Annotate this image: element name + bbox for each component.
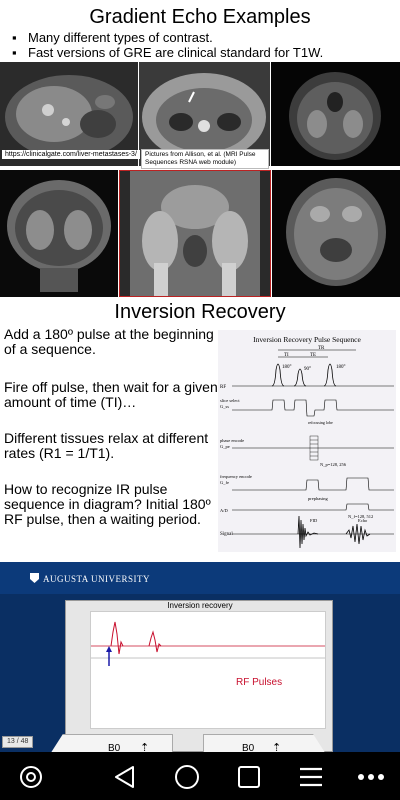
b0-field-panel-left: B0 ⇡: [45, 734, 173, 752]
slide-ir-simulation: AUGUSTA UNIVERSITY Inversion recovery RF…: [0, 562, 400, 752]
diagram-title: Inversion Recovery Pulse Sequence: [253, 335, 361, 344]
pulse-180-first-label: 180°: [282, 365, 292, 370]
te-label: TE: [310, 353, 316, 358]
body-paragraph: Add a 180º pulse at the beginning of a s…: [4, 326, 214, 357]
back-icon: [115, 766, 134, 788]
row-phase-label: phase encode: [220, 438, 244, 443]
pulse-sequence-diagram: Inversion Recovery Pulse Sequence TR TI …: [218, 330, 396, 552]
body-paragraph: Different tissues relax at different rat…: [4, 430, 209, 461]
mri-liver-axial: [0, 62, 138, 166]
assistant-icon: [20, 766, 42, 788]
simulation-title: Inversion recovery: [167, 601, 233, 610]
body-paragraph: How to recognize IR pulse sequence in di…: [4, 481, 211, 527]
home-icon: [175, 765, 199, 789]
more-icon: [358, 774, 384, 780]
row-signal-label: Signal: [220, 532, 233, 537]
nf-label: N_f=128, 512: [348, 514, 373, 520]
rf-pulses-label: RF Pulses: [236, 677, 283, 688]
pulse-90-label: 90°: [304, 367, 311, 372]
row-slice-sub-label: G_ss: [220, 404, 229, 409]
body-paragraph: Fire off pulse, then wait for a given am…: [4, 379, 218, 410]
menu-icon: [300, 767, 322, 787]
row-phase-sub-label: G_pe: [220, 444, 230, 449]
row-rf-label: RF: [220, 385, 226, 390]
more-options-button[interactable]: [356, 764, 384, 790]
image-credit-caption: Pictures from Allison, et al. (MRI Pulse…: [141, 149, 269, 169]
tr-label: TR: [318, 346, 325, 351]
mri-brain-axial-1: [271, 62, 400, 166]
bullet-item: ▪Fast versions of GRE are clinical stand…: [12, 45, 324, 60]
refocusing-lobe-label: refocusing lobe: [308, 420, 333, 425]
mri-pelvis-coronal: [119, 170, 271, 297]
page-counter[interactable]: 13 / 48: [2, 736, 34, 748]
bullet-text: Many different types of contrast.: [28, 30, 213, 45]
recents-button[interactable]: [236, 764, 262, 790]
b0-field-panel-right: B0 ⇡: [203, 734, 331, 752]
slide-title: Inversion Recovery: [114, 301, 286, 323]
university-header-bar: AUGUSTA UNIVERSITY: [0, 562, 400, 596]
b0-label: B0: [108, 743, 121, 752]
menu-button[interactable]: [298, 764, 324, 790]
fid-label: FID: [310, 518, 318, 523]
echo-label: Echo: [358, 518, 368, 523]
row-freq-label: frequency encode: [220, 474, 252, 479]
simulation-panel: Inversion recovery RF Pulses: [65, 600, 333, 752]
row-slice-label: slice select: [220, 398, 240, 403]
bullet-item: ▪Many different types of contrast.: [12, 30, 213, 45]
assistant-button[interactable]: [18, 764, 44, 790]
up-arrow-icon: ⇡: [272, 742, 282, 752]
android-navigation-bar: [0, 752, 400, 800]
rf-pulse-plot: [90, 611, 326, 729]
image-source-caption: https://clinicalgate.com/liver-metastase…: [2, 150, 140, 159]
ti-label: TI: [284, 353, 289, 358]
slide-inversion-recovery: Inversion Recovery Add a 180º pulse at t…: [0, 297, 400, 562]
pulse-180-second-label: 180°: [336, 365, 346, 370]
bullet-text: Fast versions of GRE are clinical standa…: [28, 45, 324, 60]
recents-icon: [238, 766, 260, 788]
mri-brain-coronal: [0, 170, 118, 297]
university-logo: AUGUSTA UNIVERSITY: [30, 573, 150, 584]
row-freq-sub-label: G_fe: [220, 480, 229, 485]
mri-abdomen-axial: [139, 62, 270, 166]
shield-icon: [30, 573, 39, 583]
slide-gradient-echo: Gradient Echo Examples ▪Many different t…: [0, 0, 400, 297]
back-button[interactable]: [112, 764, 138, 790]
row-adc-label: A/D: [220, 508, 229, 513]
b0-label: B0: [242, 743, 255, 752]
slide-title: Gradient Echo Examples: [89, 6, 311, 28]
university-name: AUGUSTA UNIVERSITY: [43, 574, 151, 584]
mri-brain-axial-2: [272, 170, 400, 297]
up-arrow-icon: ⇡: [140, 742, 150, 752]
np-phase-label: N_p=128, 256: [320, 462, 347, 468]
home-button[interactable]: [174, 764, 200, 790]
prephasing-label: prephasing: [308, 496, 328, 501]
